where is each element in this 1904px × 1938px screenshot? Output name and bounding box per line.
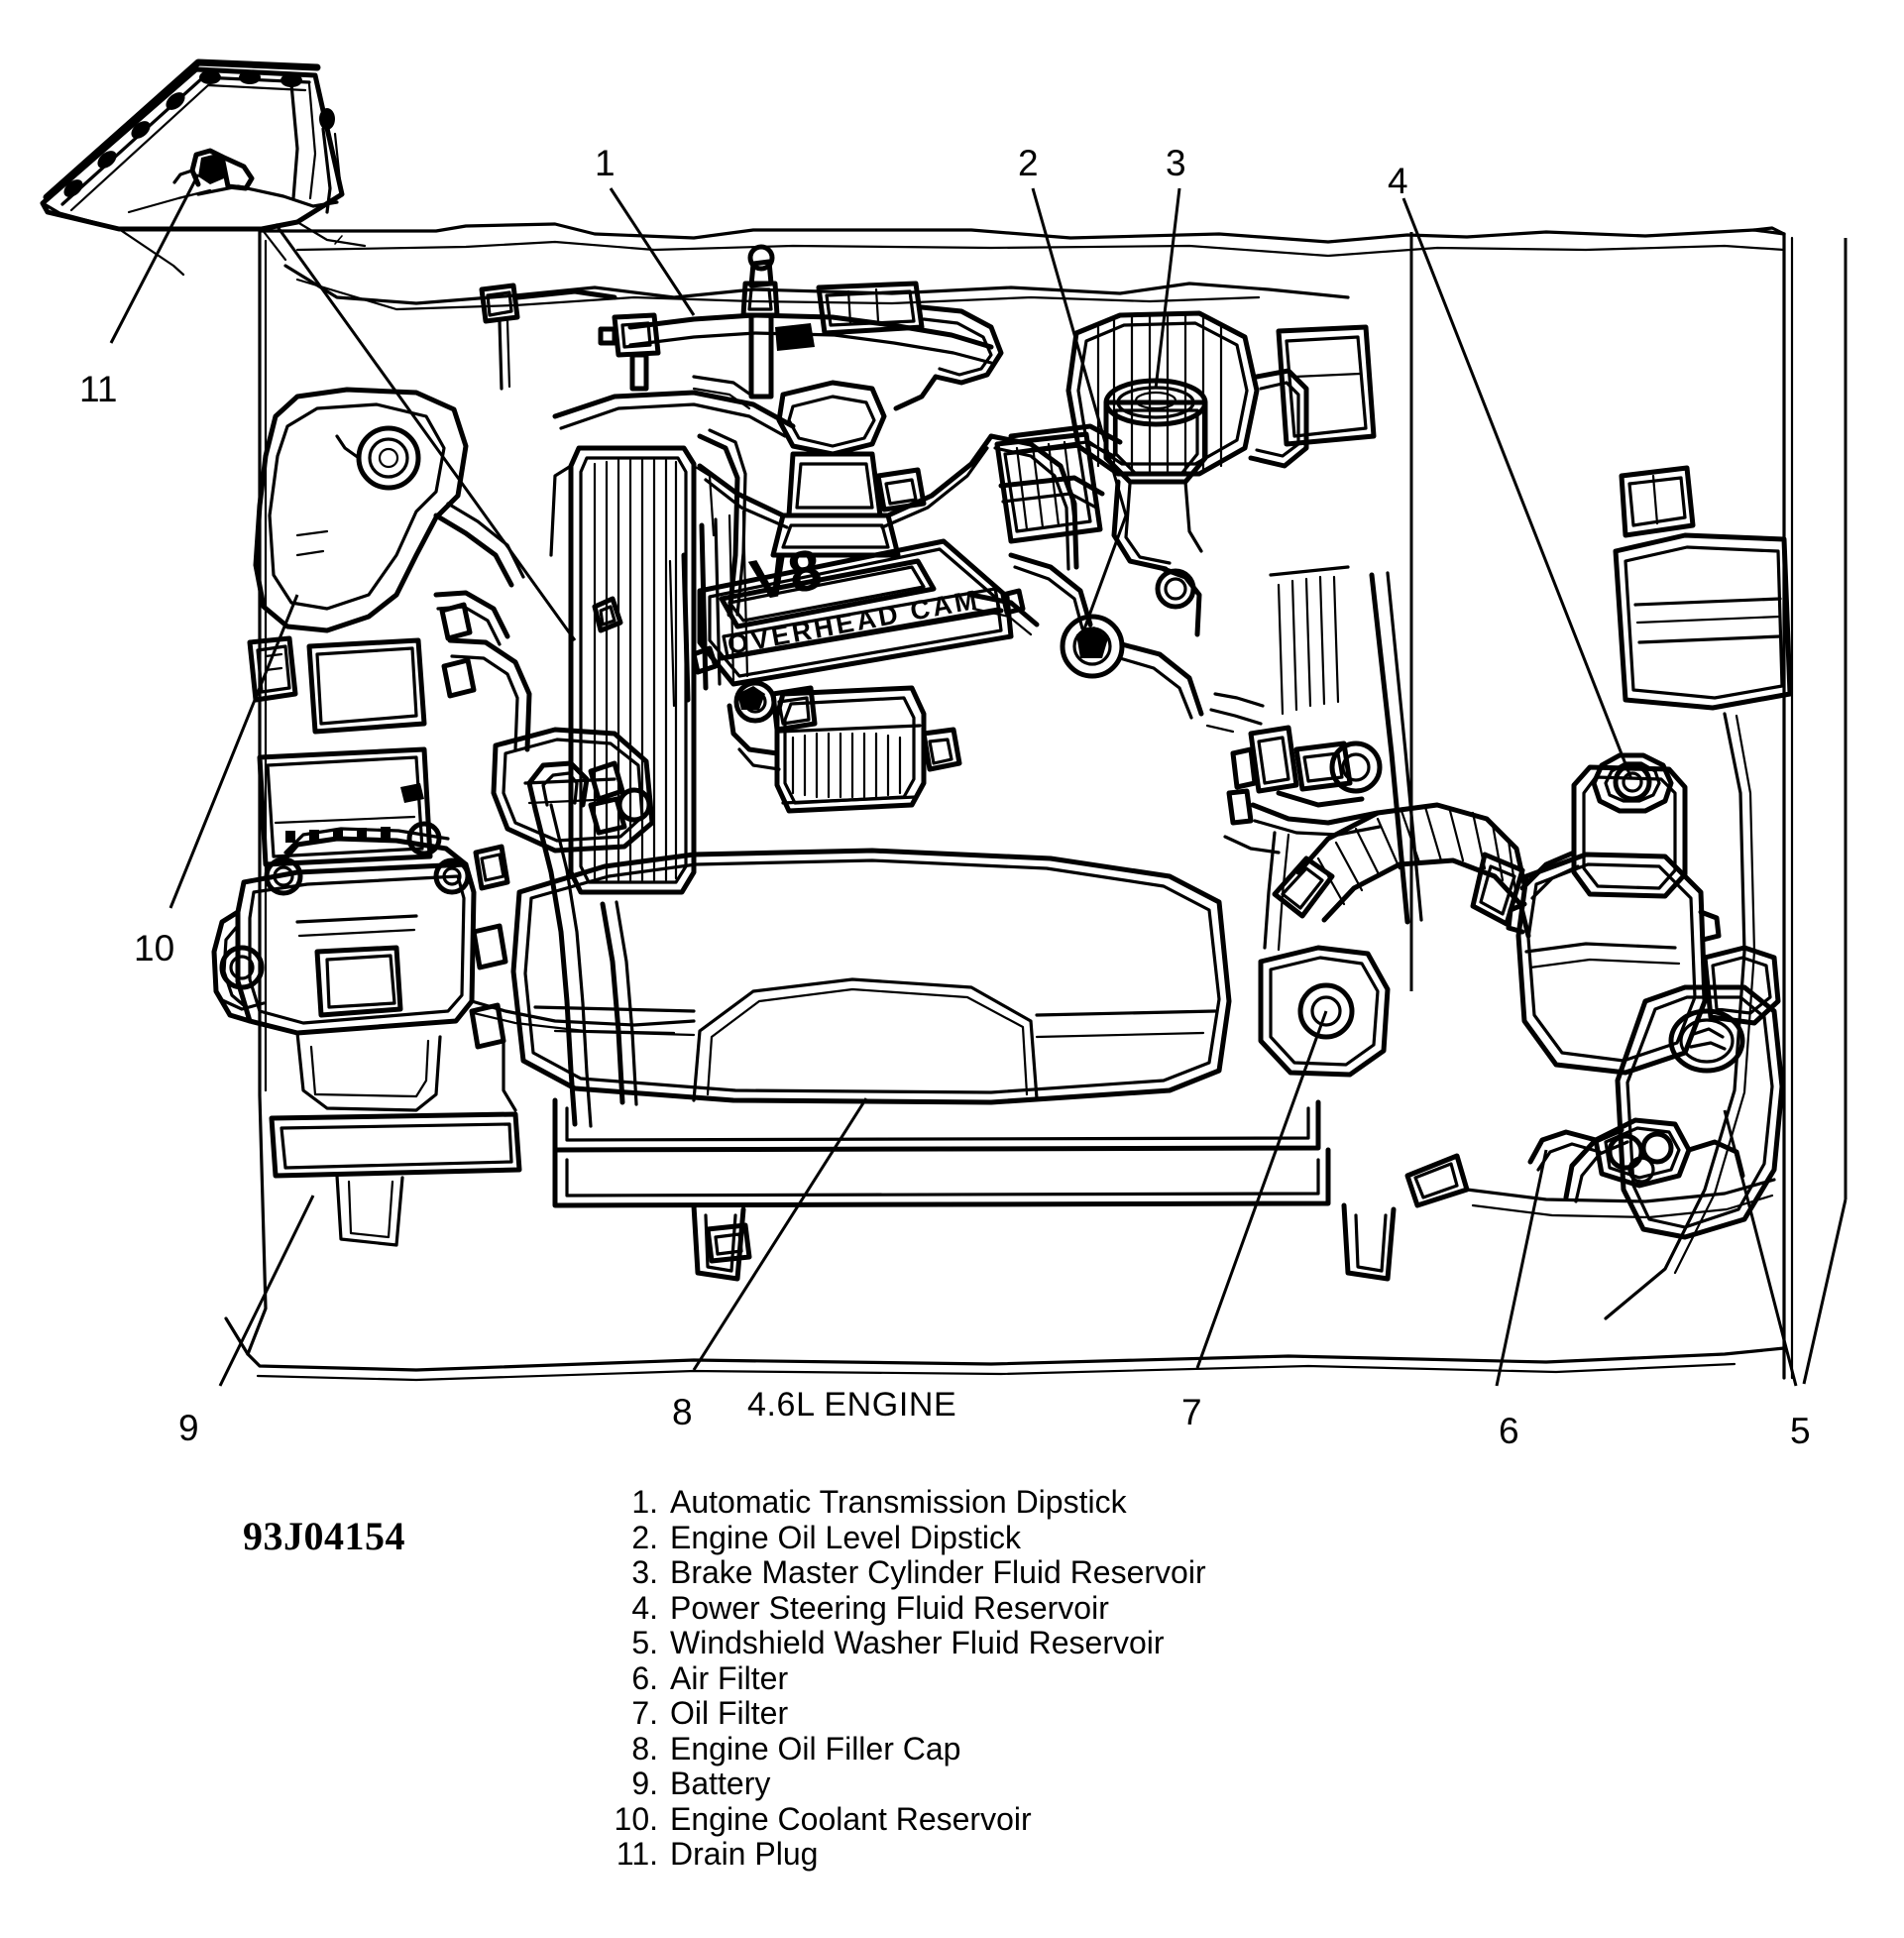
miscellaneous-hoses	[697, 423, 1423, 925]
legend-item-label: Oil Filter	[670, 1695, 789, 1731]
callout-number-2: 2	[1018, 143, 1039, 183]
right-bay-components	[1276, 324, 1793, 1320]
oil-pan-inset	[40, 58, 367, 277]
callout-number-10: 10	[134, 928, 175, 969]
callout-number-11: 11	[79, 369, 118, 409]
upper-intake-assembly	[479, 244, 1004, 411]
legend-item: 8. Engine Oil Filler Cap	[607, 1730, 1221, 1767]
component-legend: 1. Automatic Transmission Dipstick 2. En…	[607, 1484, 1221, 1873]
power-steering-reservoir	[1519, 752, 1688, 900]
harness-bundle-right	[1404, 1117, 1776, 1219]
engine-coolant-reservoir	[253, 387, 525, 633]
transmission-dipstick-tube	[433, 590, 655, 1128]
legend-item: 1. Automatic Transmission Dipstick	[607, 1484, 1221, 1521]
legend-item-label: Brake Master Cylinder Fluid Reservoir	[670, 1554, 1206, 1590]
engine-badge-v8: V8	[745, 536, 827, 613]
legend-item-number: 7.	[631, 1695, 658, 1731]
callout-number-6: 6	[1499, 1411, 1519, 1451]
leader-lines	[109, 173, 1848, 1387]
oil-filter-and-accessories	[1205, 692, 1391, 1078]
legend-item-number: 10.	[614, 1800, 658, 1837]
legend-item-label: Engine Coolant Reservoir	[670, 1800, 1032, 1837]
legend-item: 5. Windshield Washer Fluid Reservoir	[607, 1625, 1221, 1661]
brake-master-cylinder-reservoir	[1065, 310, 1309, 637]
alternator-assembly	[727, 685, 962, 814]
legend-item-label: Power Steering Fluid Reservoir	[670, 1589, 1109, 1626]
legend-item-number: 4.	[631, 1589, 658, 1626]
legend-item: 6. Air Filter	[607, 1659, 1221, 1697]
engine-label: 4.6L ENGINE	[747, 1386, 957, 1424]
legend-item-label: Engine Oil Filler Cap	[670, 1730, 961, 1767]
callout-number-3: 3	[1166, 143, 1186, 183]
legend-item-number: 3.	[631, 1554, 658, 1590]
legend-item: 3. Brake Master Cylinder Fluid Reservoir	[607, 1554, 1221, 1591]
legend-item-number: 2.	[631, 1519, 658, 1555]
legend-item: 4. Power Steering Fluid Reservoir	[607, 1589, 1221, 1627]
legend-item-number: 1.	[631, 1484, 658, 1520]
left-bay-components	[211, 635, 696, 1247]
air-intake-tube	[1272, 802, 1781, 1076]
legend-item-number: 6.	[631, 1659, 658, 1696]
engine-bay-outline	[224, 222, 1794, 1382]
legend-item-number: 9.	[631, 1766, 658, 1801]
legend-item: 9. Battery	[607, 1766, 1221, 1802]
callout-number-5: 5	[1790, 1411, 1811, 1451]
legend-item-label: Windshield Washer Fluid Reservoir	[670, 1625, 1165, 1660]
legend-item-label: Drain Plug	[670, 1836, 819, 1872]
legend-item-label: Battery	[670, 1766, 771, 1801]
callout-number-4: 4	[1388, 161, 1408, 201]
callout-number-8: 8	[672, 1392, 693, 1432]
legend-item: 2. Engine Oil Level Dipstick	[607, 1519, 1221, 1556]
part-number: 93J04154	[243, 1514, 405, 1558]
radiator-core	[549, 390, 796, 895]
legend-item-number: 5.	[631, 1625, 658, 1660]
legend-item: 10. Engine Coolant Reservoir	[607, 1800, 1221, 1838]
callout-number-1: 1	[595, 143, 616, 183]
legend-item: 11. Drain Plug	[607, 1836, 1221, 1873]
callout-number-7: 7	[1181, 1392, 1202, 1432]
legend-item-label: Automatic Transmission Dipstick	[670, 1484, 1127, 1520]
callout-number-9: 9	[178, 1408, 199, 1448]
legend-item-label: Air Filter	[670, 1659, 789, 1696]
throttle-body-and-intake	[697, 380, 994, 558]
legend-item-number: 11.	[616, 1836, 658, 1872]
legend-item: 7. Oil Filter	[607, 1695, 1221, 1732]
legend-item-label: Engine Oil Level Dipstick	[670, 1519, 1021, 1555]
legend-item-number: 8.	[631, 1730, 658, 1767]
lower-intake-manifold	[510, 848, 1397, 1282]
